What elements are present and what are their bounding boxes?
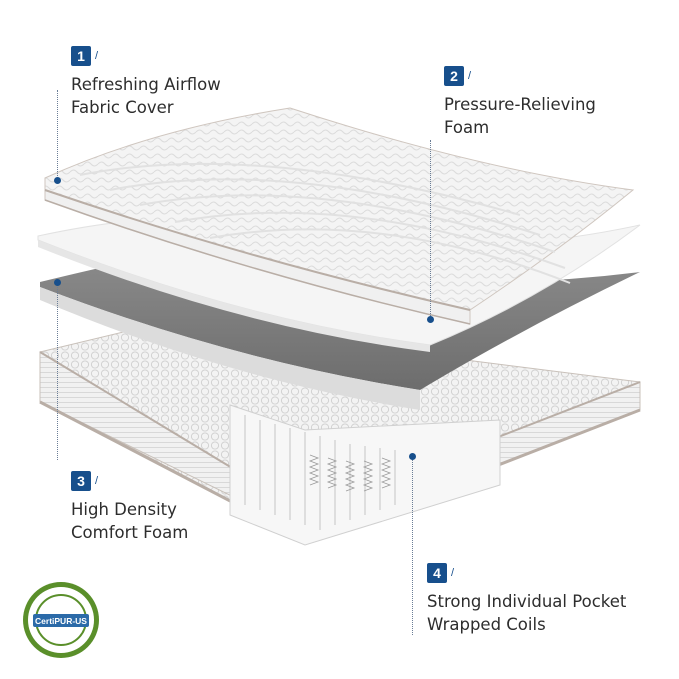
certipur-us-seal: CertiPUR-US CERTIFIED FLEXIBLE POLYURETH… <box>23 582 99 658</box>
coil-base <box>39 321 641 546</box>
callout-1: 1 / Refreshing Airflow Fabric Cover <box>71 46 221 119</box>
callout-label-line2: Fabric Cover <box>71 98 174 117</box>
leader-line-2 <box>430 140 431 318</box>
leader-dot-3 <box>54 279 61 286</box>
leader-line-4 <box>412 460 413 635</box>
callout-4: 4 / Strong Individual Pocket Wrapped Coil… <box>427 563 626 636</box>
callout-label: Pressure-Relieving Foam <box>444 93 596 139</box>
callout-label-line2: Wrapped Coils <box>427 615 546 634</box>
callout-label: Refreshing Airflow Fabric Cover <box>71 73 221 119</box>
slash-mark: / <box>95 50 99 62</box>
callout-label-line1: High Density <box>71 500 177 519</box>
callout-label: High Density Comfort Foam <box>71 498 188 544</box>
callout-number-badge: 3 <box>71 471 91 491</box>
callout-number-badge: 4 <box>427 563 447 583</box>
slash-mark: / <box>95 475 99 487</box>
leader-dot-2 <box>427 316 434 323</box>
callout-label-line1: Strong Individual Pocket <box>427 592 627 611</box>
fabric-cover-layer <box>44 107 635 325</box>
slash-mark: / <box>468 70 472 82</box>
leader-line-3 <box>57 285 58 460</box>
callout-3: 3 / High Density Comfort Foam <box>71 471 188 544</box>
svg-text:CertiPUR-US: CertiPUR-US <box>35 616 87 626</box>
callout-2: 2 / Pressure-Relieving Foam <box>444 66 596 139</box>
callout-label-line2: Comfort Foam <box>71 523 189 542</box>
callout-label-line1: Pressure-Relieving <box>444 95 596 114</box>
leader-line-1 <box>57 90 58 180</box>
callout-label-line2: Foam <box>444 118 490 137</box>
callout-number-badge: 1 <box>71 46 91 66</box>
leader-dot-1 <box>54 177 61 184</box>
callout-number-badge: 2 <box>444 66 464 86</box>
slash-mark: / <box>451 567 455 579</box>
callout-label-line1: Refreshing Airflow <box>71 75 221 94</box>
leader-dot-4 <box>409 453 416 460</box>
callout-label: Strong Individual Pocket Wrapped Coils <box>427 590 626 636</box>
